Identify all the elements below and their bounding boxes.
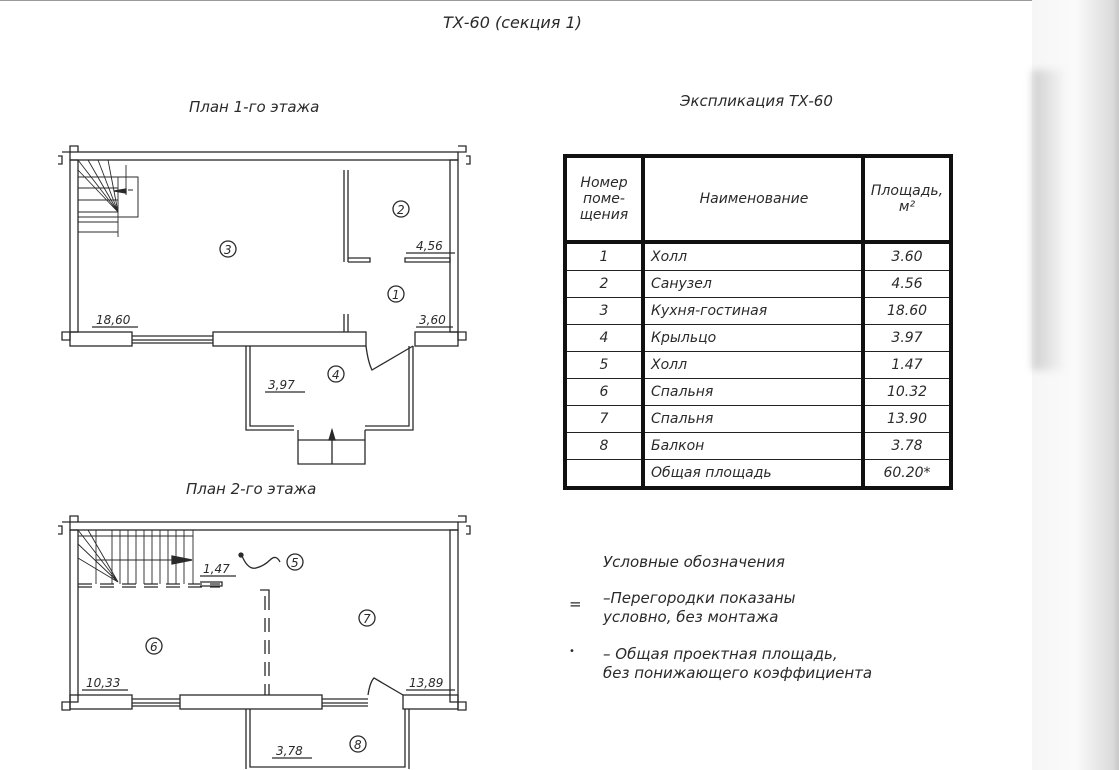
partition-symbol-icon: = [569, 595, 582, 613]
table-header-row: Номер поме- щения Наименование Площадь, … [564, 155, 952, 243]
floor1-corner-tr [458, 145, 471, 165]
floor1-room-2-number: 2 [397, 203, 405, 217]
floor2-room-6-area: 10,33 [86, 676, 120, 690]
floor2-outer-wall [69, 521, 459, 531]
floor2-room-8-number: 8 [354, 738, 362, 752]
floor2-plan: 5 6 7 8 1,47 10,33 13,89 3,78 [58, 515, 471, 769]
floor2-room-7-number: 7 [363, 612, 371, 626]
floor1-room-4-number: 4 [332, 368, 340, 382]
legend-item-partitions-line1: –Перегородки показаны [603, 589, 796, 607]
legend-item-partitions-line2: условно, без монтажа [603, 608, 779, 626]
floor2-room-6-number: 6 [150, 640, 158, 654]
header-room-number: Номер поме- щения [564, 155, 645, 243]
floor1-title: План 1-го этажа [189, 98, 320, 116]
legend-item-area-line2: без понижающего коэффициента [603, 664, 873, 682]
floor1-room-2-area: 4,56 [416, 239, 443, 253]
floor2-balcony-door [367, 677, 404, 696]
floor1-entry-door [365, 345, 414, 371]
legend-title: Условные обозначения [603, 553, 785, 571]
floor1-corner-tl [58, 145, 79, 165]
floor2-room-5-leader [241, 555, 281, 569]
legend-item-area-line1: – Общая проектная площадь, [603, 645, 838, 663]
drawing-sheet: ТХ-60 (секция 1) План 1-го этажа [58, 13, 953, 769]
explication-table: Номер поме- щения Наименование Площадь, … [563, 154, 953, 490]
floor1-stairs [77, 159, 139, 237]
floor1-plan: 3 2 1 4 18,60 4,56 3,60 3,97 [58, 145, 471, 465]
floor1-porch [245, 346, 414, 465]
floor1-outer-wall [69, 151, 459, 161]
viewer-scroll-shadow [1032, 70, 1066, 370]
floor2-room-7-area: 13,89 [409, 676, 443, 690]
floor1-room-3-number: 3 [224, 243, 232, 257]
floor1-room-1-number: 1 [392, 288, 400, 302]
floor2-room-5-number: 5 [291, 556, 299, 570]
floor2-conditional-partitions [78, 583, 270, 695]
explication-title: Экспликация ТХ-60 [680, 92, 833, 110]
floor2-balcony [245, 709, 410, 769]
floor1-room-4-area: 3,97 [268, 378, 295, 392]
header-area: Площадь, м² [861, 155, 952, 243]
header-name: Наименование [642, 155, 864, 243]
floor1-room-1-area: 3,60 [419, 313, 446, 327]
floor2-room-5-area: 1,47 [203, 562, 230, 576]
floor2-title: План 2-го этажа [186, 480, 317, 498]
document-title: ТХ-60 (секция 1) [443, 13, 582, 32]
asterisk-symbol-icon: • [569, 646, 575, 657]
floor1-room-3-area: 18,60 [96, 313, 131, 327]
viewer-top-border [0, 0, 1119, 1]
floor2-room-8-area: 3,78 [276, 744, 303, 758]
